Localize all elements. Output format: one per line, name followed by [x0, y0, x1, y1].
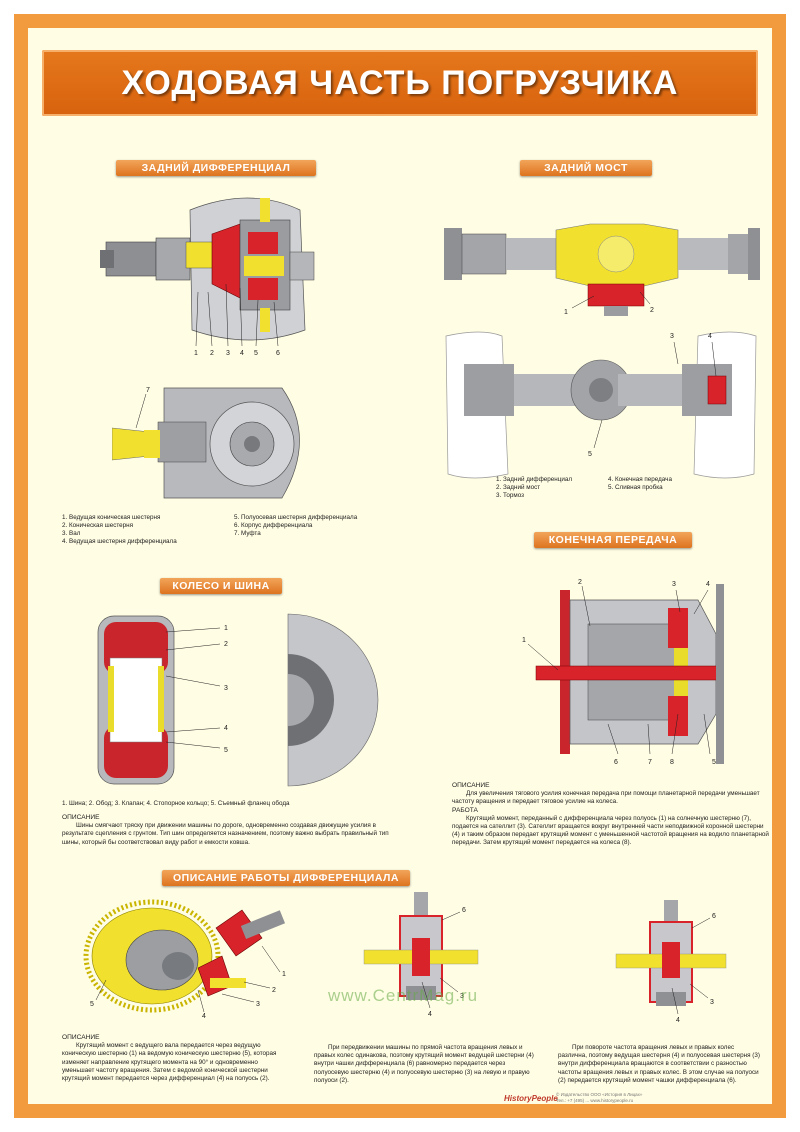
callout-2: 2: [578, 579, 582, 586]
wheel-tire-drawing: 1 2 3 4 5: [97, 613, 379, 787]
final-drive-drawing: 1 2 3 4 5 6 7 8: [522, 579, 724, 766]
callout-5: 5: [588, 451, 592, 458]
callout-1: 1: [564, 309, 568, 316]
poster-paper: ХОДОВАЯ ЧАСТЬ ПОГРУЗЧИКА ЗАДНИЙ ДИФФЕРЕН…: [28, 28, 772, 1104]
callout-6: 6: [712, 913, 716, 920]
callout-1: 1: [224, 625, 228, 632]
callout-4: 4: [676, 1017, 680, 1024]
callout-2: 2: [272, 987, 276, 994]
callout-8: 8: [670, 759, 674, 766]
rear-axle-legend-left: 1. Задний дифференциал 2. Задний мост 3.…: [496, 476, 573, 499]
watermark: www.CentrMag.ru: [328, 986, 479, 1005]
callout-7: 7: [648, 759, 652, 766]
rear-diff-top-drawing: 7: [112, 387, 300, 499]
diff-op-col1: ОПИСАНИЕ Крутящий момент с ведущего вала…: [62, 1034, 277, 1083]
callout-3: 3: [460, 993, 464, 1000]
poster-frame: ХОДОВАЯ ЧАСТЬ ПОГРУЗЧИКА ЗАДНИЙ ДИФФЕРЕН…: [14, 14, 786, 1118]
callout-3: 3: [672, 581, 676, 588]
section-title-rear-diff: ЗАДНИЙ ДИФФЕРЕНЦИАЛ: [116, 160, 316, 176]
callout-5: 5: [90, 1001, 94, 1008]
page-title: ХОДОВАЯ ЧАСТЬ ПОГРУЗЧИКА: [121, 64, 679, 102]
callout-2: 2: [650, 307, 654, 314]
callout-4: 4: [708, 333, 712, 340]
callout-6: 6: [276, 350, 280, 357]
callout-5: 5: [224, 747, 228, 754]
rear-diff-legend-right: 5. Полуосевая шестерня дифференциала 6. …: [234, 514, 358, 537]
callout-4: 4: [240, 350, 244, 357]
title-banner: ХОДОВАЯ ЧАСТЬ ПОГРУЗЧИКА: [42, 50, 758, 116]
callout-1: 1: [194, 350, 198, 357]
callout-4: 4: [224, 725, 228, 732]
diff-op-col2: При передвижении машины по прямой частот…: [314, 1044, 534, 1084]
rear-diff-section-drawing: 1 2 3 4 5 6: [100, 197, 315, 357]
diff-turn-drawing: 6 3 4: [615, 900, 727, 1024]
callout-1: 1: [282, 971, 286, 978]
callout-5: 5: [254, 350, 258, 357]
diff-gear-drawing: 1 2 3 4 5: [83, 899, 286, 1020]
section-title-diff-op: ОПИСАНИЕ РАБОТЫ ДИФФЕРЕНЦИАЛА: [162, 870, 410, 886]
callout-4: 4: [706, 581, 710, 588]
callout-3: 3: [226, 350, 230, 357]
callout-5: 5: [712, 759, 716, 766]
callout-3: 3: [224, 685, 228, 692]
section-title-final-drive: КОНЕЧНАЯ ПЕРЕДАЧА: [534, 532, 692, 548]
callout-6: 6: [614, 759, 618, 766]
wheel-description: ОПИСАНИЕ Шины смягчают тряску при движен…: [62, 814, 389, 846]
callout-3: 3: [710, 999, 714, 1006]
publisher-logo: HistoryPeople: [504, 1094, 558, 1103]
callout-3: 3: [670, 333, 674, 340]
callout-2: 2: [210, 350, 214, 357]
diff-straight-drawing: 6 3 4: [363, 892, 479, 1018]
diff-op-col3: При повороте частота вращения левых и пр…: [558, 1044, 760, 1084]
rear-diff-legend-left: 1. Ведущая коническая шестерня 2. Кониче…: [62, 514, 177, 545]
rear-axle-legend-right: 4. Конечная передача 5. Сливная пробка: [608, 476, 672, 491]
final-drive-description: ОПИСАНИЕ Для увеличения тягового усилия …: [452, 782, 769, 847]
rear-axle-front-drawing: 1 2: [444, 223, 760, 316]
callout-4: 4: [202, 1013, 206, 1020]
callout-7: 7: [146, 387, 150, 394]
callout-3: 3: [256, 1001, 260, 1008]
callout-4: 4: [428, 1011, 432, 1018]
callout-6: 6: [462, 907, 466, 914]
wheel-caption: 1. Шина; 2. Обод; 3. Клапан; 4. Стопорно…: [62, 800, 290, 807]
rear-axle-top-drawing: 3 4 5: [445, 331, 757, 479]
callout-1: 1: [522, 637, 526, 644]
section-title-wheel: КОЛЕСО И ШИНА: [160, 578, 282, 594]
callout-2: 2: [224, 641, 228, 648]
section-title-rear-axle: ЗАДНИЙ МОСТ: [520, 160, 652, 176]
publisher-info: © Издательство ООО «История в Лицах» Тел…: [556, 1092, 643, 1103]
